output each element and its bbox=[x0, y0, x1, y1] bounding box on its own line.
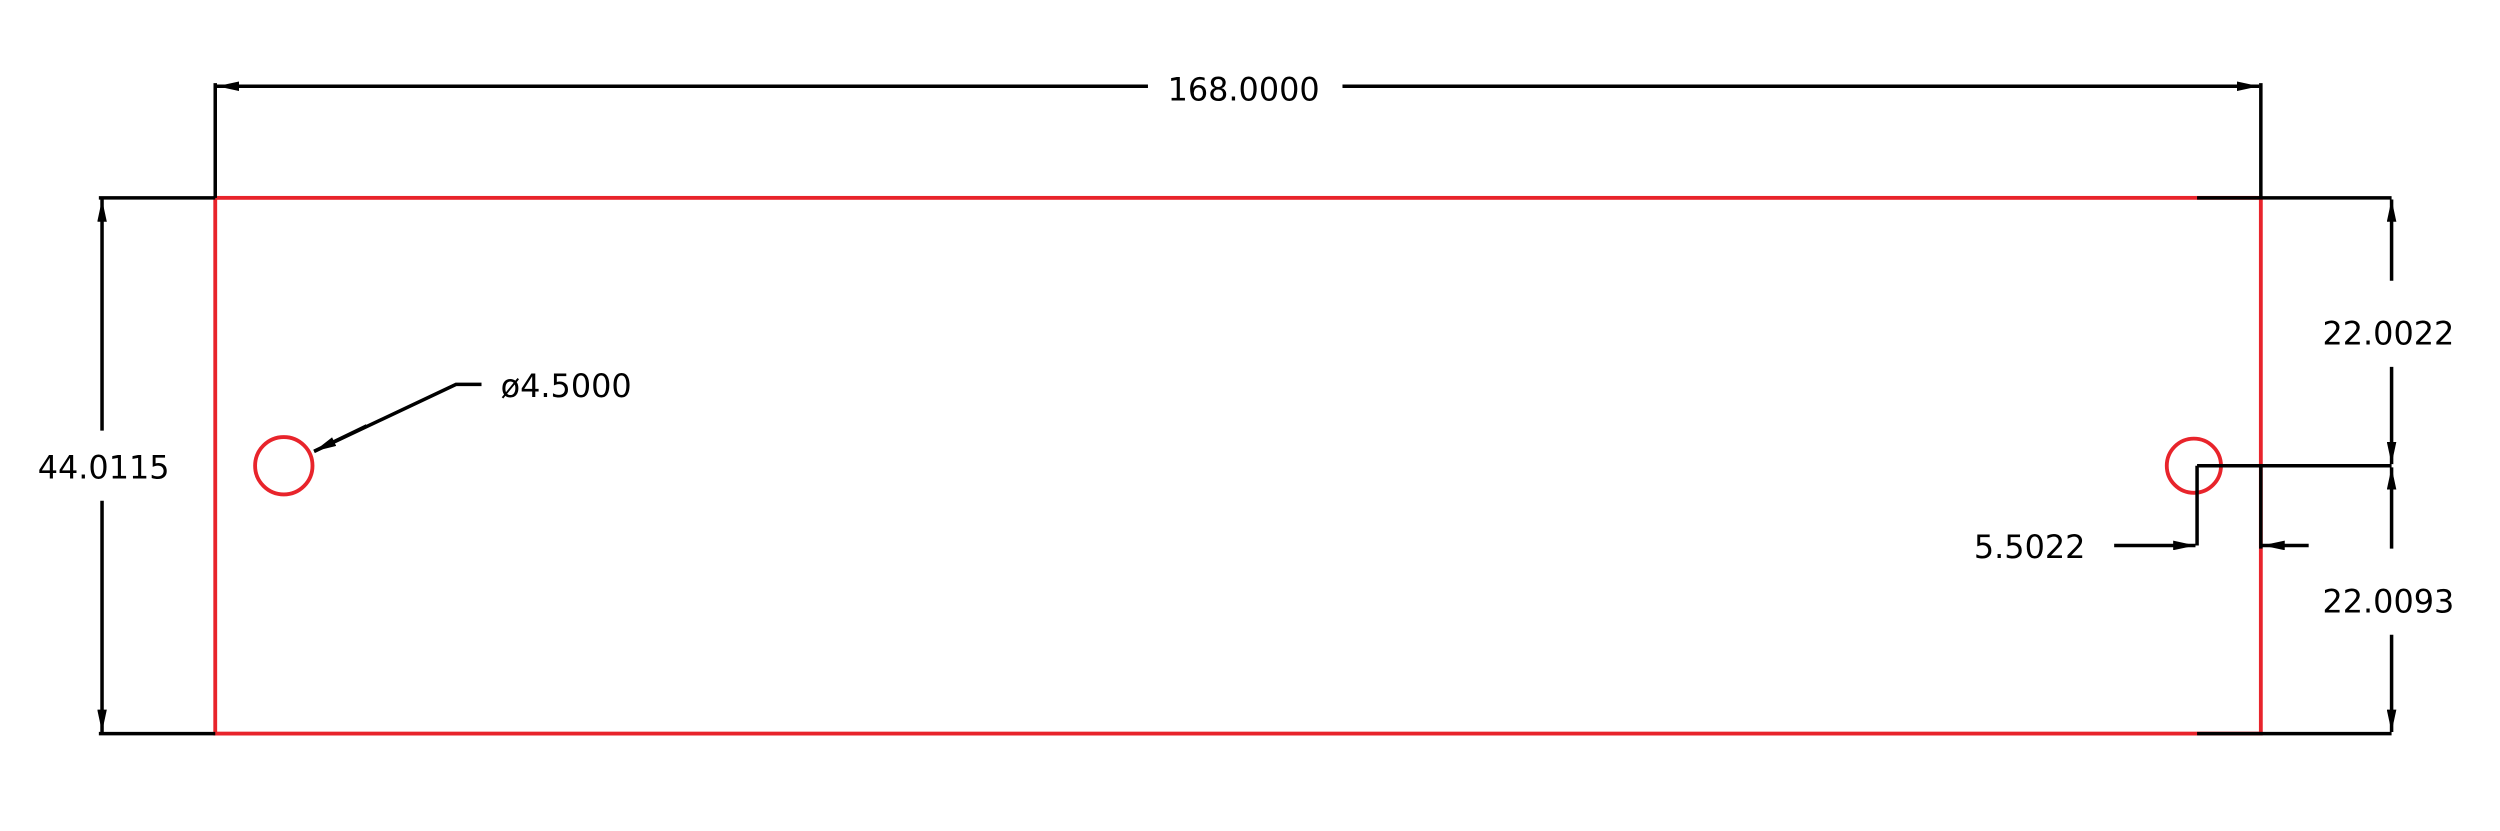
length-dimension: 168.0000 bbox=[213, 71, 2263, 198]
diameter-leader: ø4.5000 bbox=[313, 367, 632, 453]
height-label: 44.0115 bbox=[38, 448, 170, 486]
diameter-label: ø4.5000 bbox=[501, 367, 632, 405]
upper-offset-label: 22.0022 bbox=[2322, 315, 2454, 353]
lower-offset-label: 22.0093 bbox=[2322, 582, 2454, 620]
length-label: 168.0000 bbox=[1168, 71, 1320, 109]
left-hole bbox=[253, 435, 315, 497]
height-dimension: 44.0115 bbox=[38, 196, 216, 736]
plate-outline bbox=[213, 195, 2263, 736]
right-dimensions: 22.0022 22.0093 5.5022 bbox=[1974, 196, 2454, 736]
edge-offset-label: 5.5022 bbox=[1974, 528, 2086, 566]
